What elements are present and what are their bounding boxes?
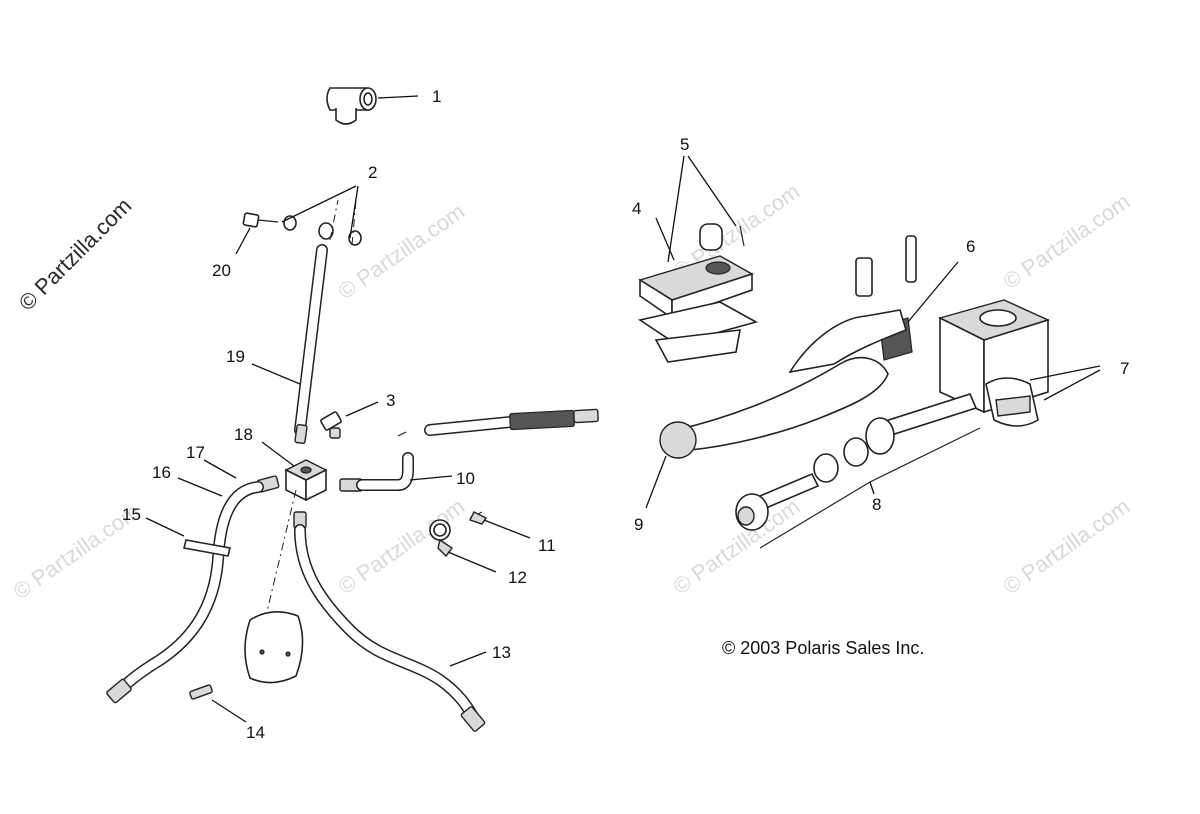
callout-9: 9: [634, 515, 643, 534]
callout-4: 4: [632, 199, 641, 218]
callout-labels: 1 2 3 4 5 6 7 8 9 10 11 12 13 14 15 16 1…: [122, 87, 1129, 742]
master-cylinder-assembly: [638, 155, 1101, 549]
callout-7: 7: [1120, 359, 1129, 378]
watermark: © Partzilla.com: [999, 494, 1135, 600]
part-upper-line: [235, 185, 362, 445]
callout-16: 16: [152, 463, 171, 482]
callout-6: 6: [966, 237, 975, 256]
callout-1: 1: [432, 87, 441, 106]
callout-11: 11: [538, 536, 556, 555]
part-11-12-clip-clamp: [429, 511, 531, 573]
callout-8: 8: [872, 495, 881, 514]
part-14-mounting-plate: [189, 611, 304, 723]
callout-14: 14: [246, 723, 265, 742]
callout-5: 5: [680, 135, 689, 154]
copyright-notice: © 2003 Polaris Sales Inc.: [722, 638, 924, 658]
part-10-brake-pipe: [339, 408, 599, 492]
part-3-brake-switch: [320, 401, 379, 439]
part-16-left-front-hose: [106, 459, 280, 704]
callout-3: 3: [386, 391, 395, 410]
callout-2: 2: [368, 163, 377, 182]
partzilla-watermark: © Partzilla.com: [14, 193, 137, 316]
callout-18: 18: [234, 425, 253, 444]
callout-10: 10: [456, 469, 475, 488]
callout-20: 20: [212, 261, 231, 280]
callout-13: 13: [492, 643, 511, 662]
callout-17: 17: [186, 443, 205, 462]
callout-12: 12: [508, 568, 527, 587]
part-18-junction-block: [261, 441, 328, 621]
part-13-right-front-hose: [293, 511, 487, 732]
callout-19: 19: [226, 347, 245, 366]
callout-15: 15: [122, 505, 141, 524]
watermark: © Partzilla.com: [999, 189, 1135, 295]
part-1-tee-fitting: [326, 87, 419, 125]
